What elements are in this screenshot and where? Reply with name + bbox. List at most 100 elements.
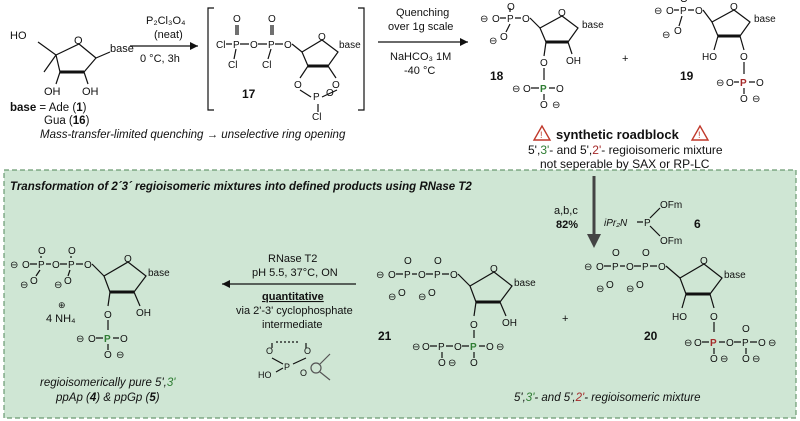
svg-text:P: P xyxy=(680,6,687,17)
svg-text:O: O xyxy=(636,280,644,291)
svg-text:⊖: ⊖ xyxy=(716,78,724,89)
svg-text:O: O xyxy=(404,256,412,267)
svg-text:O: O xyxy=(388,270,396,281)
svg-text:⊖: ⊖ xyxy=(496,342,504,353)
svg-text:O: O xyxy=(674,26,682,37)
svg-text:O: O xyxy=(710,312,718,323)
svg-text:OH: OH xyxy=(136,308,151,319)
svg-text:P: P xyxy=(540,84,547,95)
svg-text:O: O xyxy=(740,52,748,63)
svg-text:P: P xyxy=(642,262,649,273)
svg-text:⊖: ⊖ xyxy=(596,284,604,295)
svg-text:O: O xyxy=(398,288,406,299)
svg-text:HO: HO xyxy=(258,370,272,380)
svg-text:O: O xyxy=(326,88,334,99)
svg-text:⊖: ⊖ xyxy=(752,354,760,365)
svg-text:base: base xyxy=(148,268,170,279)
svg-text:O: O xyxy=(84,260,92,271)
compound-20-label: 20 xyxy=(644,329,658,343)
svg-text:O: O xyxy=(64,276,72,287)
start-ring-o: O xyxy=(74,35,83,47)
intermediate-17: Cl P O Cl O P O Cl O O base O O P O Cl xyxy=(216,14,361,123)
svg-text:OH: OH xyxy=(502,318,517,329)
svg-text:O: O xyxy=(233,14,241,25)
svg-text:O: O xyxy=(596,262,604,273)
rnase-line2: pH 5.5, 37°C, ON xyxy=(252,267,338,279)
rnase-panel xyxy=(3,169,797,419)
svg-text:O: O xyxy=(742,354,750,365)
svg-text:⊖: ⊖ xyxy=(684,338,692,349)
svg-text:P: P xyxy=(612,262,619,273)
svg-text:O: O xyxy=(740,94,748,105)
base-definition-gua: Gua (16) xyxy=(44,115,90,127)
svg-text:O: O xyxy=(284,40,292,51)
svg-text:O: O xyxy=(318,32,326,43)
svg-text:O: O xyxy=(492,14,500,25)
svg-text:base: base xyxy=(582,20,604,31)
base-definition: base = Ade (1) xyxy=(10,102,87,114)
svg-text:O: O xyxy=(88,334,96,345)
svg-text:P: P xyxy=(438,342,445,353)
bracket-left xyxy=(207,7,214,111)
svg-text:⊖: ⊖ xyxy=(626,284,634,295)
regio-mixture-line: 5',3'- and 5',2'- regioisomeric mixture xyxy=(528,143,723,157)
svg-text:⊖: ⊖ xyxy=(116,350,124,361)
svg-text:P: P xyxy=(404,270,411,281)
not-separable-line: not seperable by SAX or RP-LC xyxy=(540,157,710,171)
svg-text:⊖: ⊖ xyxy=(489,36,497,47)
svg-text:O: O xyxy=(304,346,311,356)
step-label: a,b,c xyxy=(554,205,578,217)
compound-19-label: 19 xyxy=(680,69,694,83)
svg-text:O: O xyxy=(726,338,734,349)
step-yield: 82% xyxy=(556,219,578,231)
svg-text:O: O xyxy=(695,6,703,17)
svg-text:⊖: ⊖ xyxy=(552,100,560,111)
svg-text:⊖: ⊖ xyxy=(388,292,396,303)
svg-text:⊖: ⊖ xyxy=(720,354,728,365)
compound-21-label: 21 xyxy=(378,329,392,343)
svg-text:⊖: ⊖ xyxy=(662,30,670,41)
svg-text:P: P xyxy=(313,92,320,103)
svg-text:OFm: OFm xyxy=(660,236,682,247)
svg-text:OFm: OFm xyxy=(660,200,682,211)
svg-text:O: O xyxy=(450,270,458,281)
reagent-neat: (neat) xyxy=(154,29,183,41)
svg-text:Cl: Cl xyxy=(216,40,225,51)
roadblock-title: synthetic roadblock xyxy=(556,127,680,142)
intermediate-17-label: 17 xyxy=(242,87,256,101)
svg-text:O: O xyxy=(666,6,674,17)
svg-text:O: O xyxy=(540,58,548,69)
svg-text:⊖: ⊖ xyxy=(376,270,384,281)
svg-text:O: O xyxy=(470,320,478,331)
svg-text:P: P xyxy=(740,78,747,89)
svg-text:O: O xyxy=(22,260,30,271)
reagent-6: iPr₂N P OFm OFm xyxy=(604,200,682,247)
svg-text:P: P xyxy=(742,338,749,349)
svg-text:O: O xyxy=(556,84,564,95)
svg-text:⊖: ⊖ xyxy=(448,358,456,369)
svg-text:⊖: ⊖ xyxy=(480,14,488,25)
svg-text:O: O xyxy=(454,342,462,353)
svg-text:O: O xyxy=(658,262,666,273)
rnase-line1: RNase T2 xyxy=(268,253,317,265)
start-oh-5: HO xyxy=(10,30,27,42)
reagent-p2cl3o4: P₂Cl₃O₄ xyxy=(146,15,186,27)
svg-text:OH: OH xyxy=(566,56,581,67)
product-ppnp: ⊖ O P O O P O O O ⊖ O ⊖ O base OH O ⊖ O … xyxy=(10,246,170,361)
ammonium: 4 NH₄ xyxy=(46,313,76,325)
svg-text:O: O xyxy=(30,276,38,287)
pure-product-line1: regioisomerically pure 5',3' xyxy=(40,377,176,389)
svg-text:P: P xyxy=(233,40,240,51)
svg-text:P: P xyxy=(710,338,717,349)
svg-text:⊖: ⊖ xyxy=(584,262,592,273)
svg-text:!: ! xyxy=(540,130,543,140)
svg-text:O: O xyxy=(490,264,498,275)
svg-text:O: O xyxy=(486,342,494,353)
svg-text:O: O xyxy=(726,78,734,89)
svg-text:O: O xyxy=(626,262,634,273)
mixture-caption: 5',3'- and 5',2'- regioisomeric mixture xyxy=(514,392,701,404)
svg-text:P: P xyxy=(284,362,290,372)
start-oh-2: OH xyxy=(82,86,99,98)
svg-text:base: base xyxy=(514,278,536,289)
via-line1: via 2'-3' cyclophosphate xyxy=(236,305,353,317)
